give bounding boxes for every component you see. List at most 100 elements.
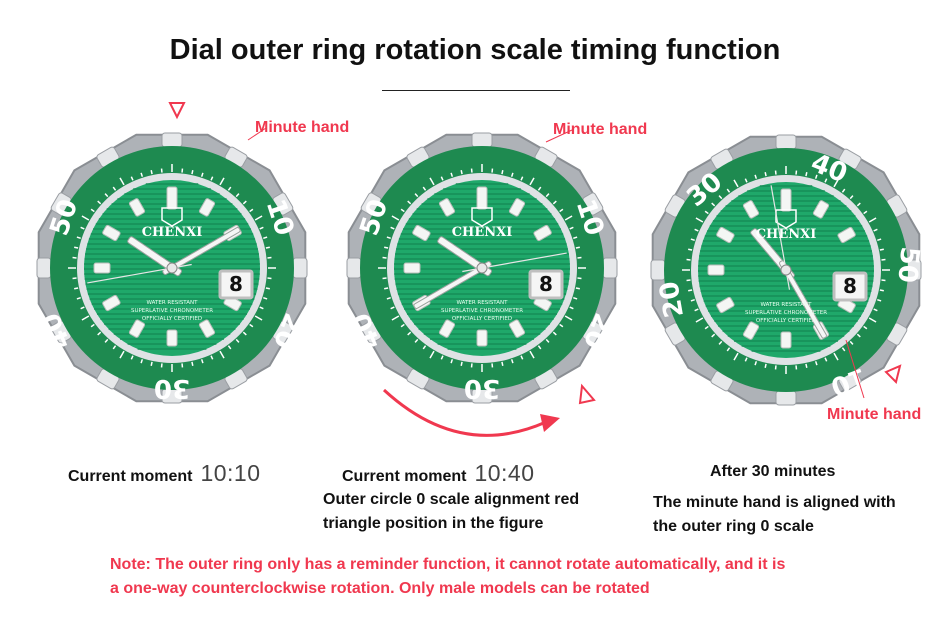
bezel-tick [564,315,573,321]
date-window-frame [832,271,868,302]
bezel-tick [200,172,204,177]
bezel-tick [429,350,435,359]
title-divider [382,90,570,91]
bezel-tick [537,345,542,350]
dial-text-1: WATER RESISTANT [147,300,199,306]
bezel-tick [711,333,716,338]
bezel-tick [90,208,95,213]
bezel-tick [112,186,117,191]
description-line: the outer ring 0 scale [653,518,814,535]
rotation-arrow-icon [382,388,547,437]
bezel-tick [868,217,877,223]
page-title: Dial outer ring rotation scale timing fu… [169,34,781,66]
bezel-tick [733,352,739,361]
bezel-tick [259,306,264,310]
bezel-tick [501,170,504,175]
bezel-tick [81,315,90,321]
hour-marker [837,226,856,244]
bezel-tick [384,246,389,249]
rotation-arrowhead-icon [540,414,560,432]
date-window: 8 [539,272,553,296]
bezel-tick [460,170,463,175]
bezel-tick [510,359,514,364]
date-window-frame [528,269,564,300]
bezel-tick [235,338,240,343]
dial-text-3: OFFICIALLY CERTIFIED [756,318,816,324]
bezel-number-30: 30 [154,373,190,403]
watch-3-after-30-minutes: 40 50 10 20 30 CHENXI 8 WATER RESISTANT … [650,134,924,406]
dial-brand: CHENXI [452,225,513,240]
bezel-tick [414,338,419,343]
bezel-tick [265,287,270,290]
bezel-tick [877,298,882,302]
bezel-tick [529,177,535,186]
hour-marker [707,264,725,276]
watch-hand [779,260,827,339]
footnote-line: a one-way counterclockwise rotation. Onl… [110,580,650,597]
case-lug [471,132,493,148]
bezel-tick [868,317,877,323]
minute-hand-label-2: Minute hand [553,121,648,138]
watch-hand [162,227,241,275]
bezel-tick [386,296,391,300]
hour-marker [198,198,216,217]
hour-marker [166,329,178,347]
bezel-tick [726,347,731,352]
case-lug [775,134,797,150]
hour-marker [102,294,121,312]
bezel-tick [227,345,232,350]
hour-marker [812,200,830,219]
dial-text-1: WATER RESISTANT [457,300,509,306]
bezel-tick [81,215,90,221]
bezel-tick [873,228,878,232]
bezel-tick [259,226,264,230]
shield-logo-icon [775,209,797,229]
bezel-tick [422,345,427,350]
hour-marker [533,224,552,242]
bezel-tick [235,193,240,198]
bezel-tick [805,172,808,177]
bezel-tick [754,174,758,179]
hour-marker [198,319,216,338]
bezel-tick [520,355,524,360]
bezel-tick [140,172,144,177]
bezel-tick [690,238,695,242]
bezel-tick [263,296,268,300]
bezel-tick [384,287,389,290]
hour-marker [438,319,456,338]
bezel-tick [754,361,758,366]
bezel-tick [814,361,818,366]
minute-hand-pointer-line [845,339,865,399]
bezel-tick [575,246,580,249]
minute-hand-label-1: Minute hand [255,119,350,136]
hour-marker [102,224,121,242]
description-line: The minute hand is aligned with [653,494,896,511]
bezel-tick [391,215,400,221]
hand-pivot [476,262,488,274]
bezel-tick [210,355,214,360]
description-line: Outer circle 0 scale alignment red [323,491,580,508]
bezel-tick [879,289,884,292]
bezel-tick [407,200,412,205]
bezel-tick [537,186,542,191]
shield-logo-icon [471,207,493,227]
bezel-tick [391,315,400,321]
bezel-tick [824,178,828,183]
hour-marker [128,198,146,217]
dial-text-2: SUPERLATIVE CHRONOMETER [745,310,827,316]
bezel-tick [191,170,194,175]
bezel-tick [242,331,247,336]
bezel-tick [841,188,846,193]
dial-text-3: OFFICIALLY CERTIFIED [452,316,512,322]
dial-text-2: SUPERLATIVE CHRONOMETER [131,308,213,314]
bezel-tick [450,172,454,177]
red-triangle-marker-icon [168,102,186,120]
bezel-tick [104,338,109,343]
bezel-tick [150,170,153,175]
bezel-tick [263,236,268,240]
bezel-tick [400,208,405,213]
bezel-tick [569,226,574,230]
description-line: triangle position in the figure [323,515,544,532]
bezel-tick [849,195,854,200]
bezel-tick [249,323,254,328]
